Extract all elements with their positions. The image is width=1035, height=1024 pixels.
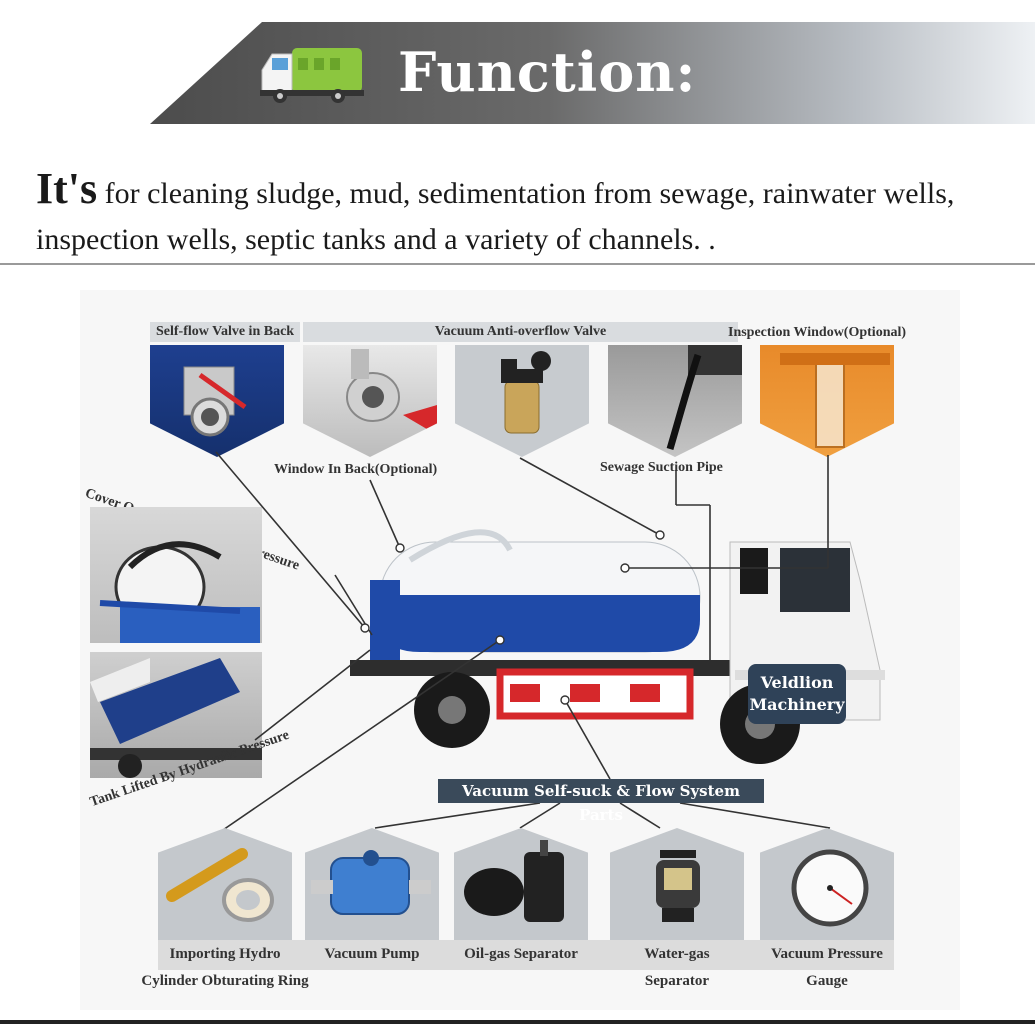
brand-badge: Veldlion Machinery — [748, 664, 846, 724]
label-vacuum-system: Vacuum Self-suck & Flow System Parts — [438, 779, 764, 824]
photo-tank-lifted — [90, 652, 262, 778]
part-label-vacuum-pump: Vacuum Pump — [324, 946, 420, 962]
photo-vacuum-pressure-gauge — [760, 828, 894, 940]
label-self-flow-valve: Self-flow Valve in Back — [150, 322, 300, 342]
part-label-gauge-1: Vacuum Pressure — [771, 946, 883, 962]
part-label-hydro-2: Cylinder Obturating Ring — [141, 973, 309, 989]
photo-hydro-cylinder — [158, 828, 292, 940]
part-label-hydro-1: Importing Hydro — [169, 946, 281, 962]
part-label-water-gas-1: Water-gas — [644, 946, 710, 962]
label-vacuum-anti-overflow: Vacuum Anti-overflow Valve — [303, 322, 738, 342]
page-title: Function: — [398, 40, 697, 104]
part-label-water-gas-2: Separator — [644, 973, 710, 989]
photo-cover-opened — [90, 507, 262, 643]
intro-paragraph: It's for cleaning sludge, mud, sedimenta… — [36, 166, 996, 263]
bottom-label-bar — [158, 940, 894, 970]
garbage-truck-icon — [260, 48, 364, 103]
part-label-oil-gas: Oil-gas Separator — [464, 946, 578, 962]
bottom-border — [0, 1020, 1035, 1024]
photo-vacuum-pump — [305, 828, 439, 940]
label-inspection-window: Inspection Window(Optional) — [728, 325, 907, 340]
label-window-in-back: Window In Back(Optional) — [274, 462, 438, 477]
label-sewage-suction-pipe: Sewage Suction Pipe — [600, 460, 723, 475]
intro-text: for cleaning sludge, mud, sedimentation … — [36, 177, 955, 256]
photo-water-gas-separator — [610, 828, 744, 940]
divider — [0, 263, 1035, 265]
part-label-gauge-2: Gauge — [806, 973, 848, 989]
intro-lead: It's — [36, 164, 98, 213]
photo-oil-gas-separator — [454, 828, 588, 940]
